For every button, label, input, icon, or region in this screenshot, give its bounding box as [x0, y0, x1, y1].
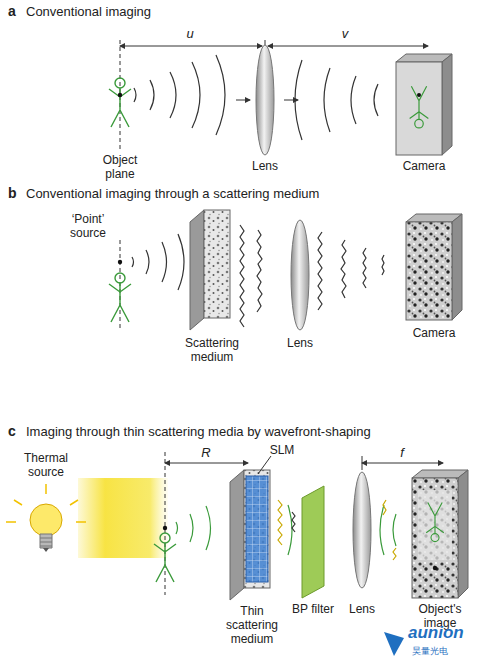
part-label: BP filter — [292, 602, 334, 616]
distance-label: f — [392, 446, 412, 460]
part-label: Object plane — [97, 153, 143, 181]
panel-title: Conventional imaging — [26, 5, 151, 19]
part-label: Lens — [245, 159, 285, 173]
part-label: Lens — [342, 602, 382, 616]
part-label: Camera — [404, 326, 464, 340]
part-label: SLM — [264, 443, 300, 457]
part-label: Thermal source — [16, 451, 76, 479]
panel-b — [109, 210, 462, 330]
distance-label: R — [196, 446, 216, 460]
part-label: ‘Point’ source — [64, 212, 112, 240]
panel-title: Conventional imaging through a scatterin… — [26, 187, 319, 201]
panel-c — [6, 452, 468, 600]
part-label: Camera — [394, 159, 454, 173]
part-label: Thin scattering medium — [220, 604, 284, 646]
distance-label: v — [335, 27, 355, 41]
light-bulb — [6, 484, 86, 552]
part-label: Lens — [280, 336, 320, 350]
panel-letter: c — [8, 424, 16, 438]
distance-label: u — [180, 27, 200, 41]
panel-title: Imaging through thin scattering media by… — [26, 425, 371, 439]
watermark-logo — [384, 632, 404, 656]
part-label: Scattering medium — [176, 336, 248, 364]
watermark: 昊量光电 — [412, 646, 448, 656]
watermark: aunion — [408, 626, 464, 640]
panel-letter: b — [8, 186, 17, 200]
panel-letter: a — [8, 4, 16, 18]
panel-a — [109, 40, 452, 155]
